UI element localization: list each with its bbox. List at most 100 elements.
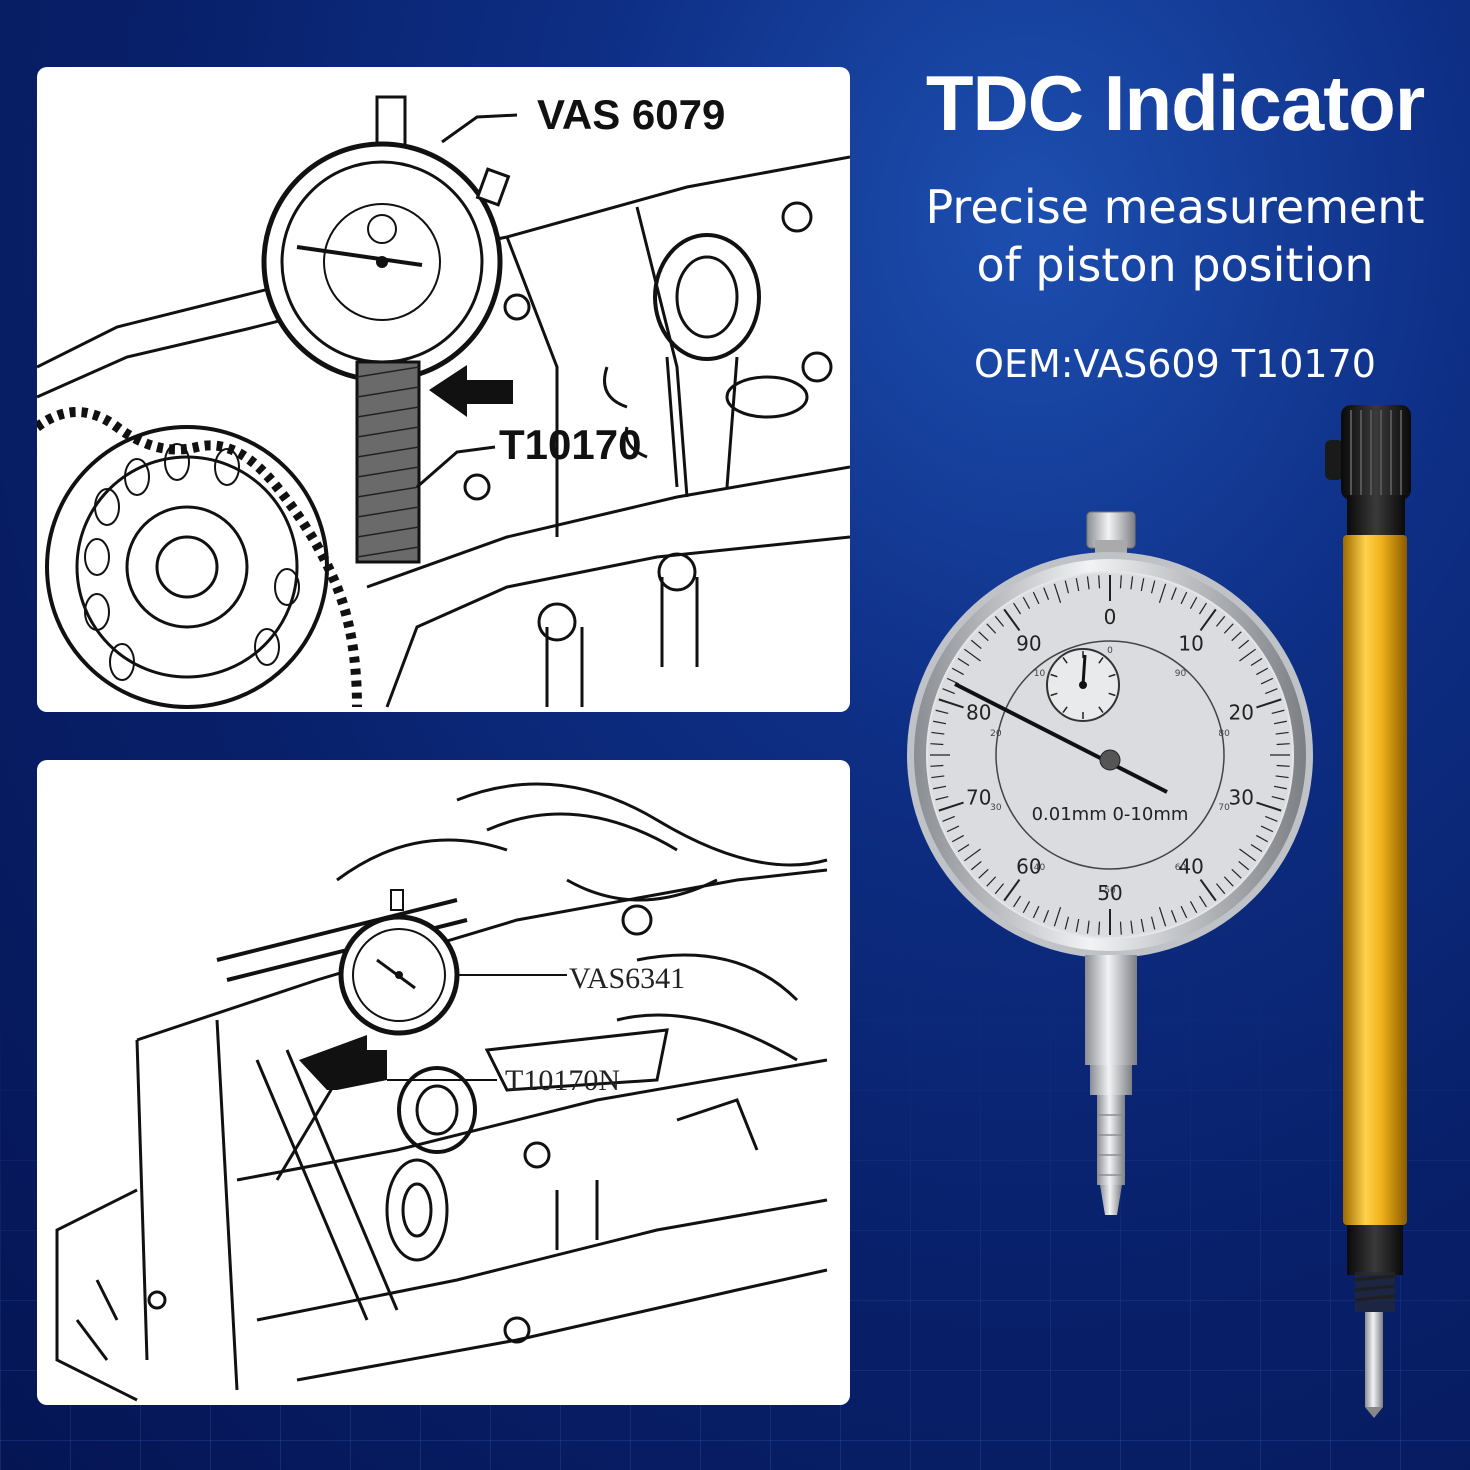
diagram-top-panel: VAS 6079 T10170 (37, 67, 850, 712)
dial-tick (1238, 639, 1250, 650)
dial-tick (1013, 895, 1022, 908)
dial-tick (1158, 906, 1167, 927)
dial-tick (1265, 815, 1278, 822)
dial-tick (1275, 731, 1289, 735)
dial-main-number: 30 (1229, 786, 1254, 810)
counter-tick (1062, 706, 1068, 713)
dial-tick (1140, 578, 1145, 592)
dial-tick (938, 698, 964, 709)
dial-tick (1140, 918, 1145, 932)
extension-rod (1325, 405, 1411, 1418)
dial-main-number: 80 (966, 700, 991, 724)
gauge-illustration (261, 95, 518, 564)
dial-tick (1053, 906, 1062, 927)
dial-tick (1273, 785, 1287, 790)
dial-tick (1150, 580, 1156, 594)
dial-tick (1150, 916, 1156, 930)
page-subtitle: Precise measurement of piston position (880, 178, 1470, 294)
dial-main-number: 20 (1229, 700, 1254, 724)
dial-main-number: 70 (966, 786, 991, 810)
dial-tick (951, 834, 964, 843)
label-t10170: T10170 (499, 421, 641, 468)
dial-tick (1022, 901, 1031, 914)
dial-tick (1098, 921, 1101, 935)
dial-tick (986, 623, 997, 634)
dial-main-number: 90 (1016, 631, 1041, 655)
dial-tick (986, 876, 997, 887)
dial-tick (1275, 775, 1289, 779)
dial-tick (1003, 879, 1021, 902)
dial-inner-number: 90 (1175, 669, 1187, 679)
dial-tick (1013, 602, 1022, 615)
dial-tick (1256, 667, 1269, 676)
dial-tick (1098, 575, 1101, 589)
dial-main-number: 60 (1016, 855, 1041, 879)
dial-tick (1223, 876, 1234, 887)
dial-tick (994, 883, 1005, 895)
dial-tick (1170, 910, 1177, 923)
dial-tick (933, 785, 947, 790)
counter-tick (1108, 692, 1116, 697)
counter-tick (1108, 673, 1116, 678)
dial-tick (1003, 608, 1021, 631)
dial-tick (1239, 648, 1256, 662)
dial-tick (1043, 587, 1050, 600)
dial-tick (978, 631, 989, 642)
dial-tick (1250, 658, 1263, 667)
dial-tick (1231, 868, 1242, 879)
dial-tick (931, 775, 945, 779)
page-title: TDC Indicator (925, 59, 1425, 147)
dial-tick (1053, 583, 1062, 604)
label-t10170n: T10170N (505, 1064, 620, 1097)
dial-tick (1271, 795, 1285, 801)
dial-tick (942, 815, 955, 822)
dial-tick (1276, 764, 1290, 767)
dial-tick (1064, 916, 1070, 930)
dial-tick (1130, 920, 1134, 934)
diagram-top-illustration: VAS 6079 T10170 (37, 91, 850, 709)
dial-tick (942, 688, 955, 695)
dial-tick (1075, 578, 1080, 592)
dial-tick (1189, 596, 1198, 609)
dial-tick (1231, 631, 1242, 642)
dial-tick (1130, 576, 1134, 590)
counter-tick (1098, 657, 1104, 664)
dial-tick (1265, 688, 1278, 695)
dial-tick (1043, 910, 1050, 923)
dial-inner-number: 60 (1175, 863, 1187, 873)
dial-tick (930, 764, 944, 767)
dial-needle (954, 682, 1168, 794)
dial-tick (964, 648, 981, 662)
dial-inner-number: 50 (1104, 886, 1116, 896)
dial-tick (1276, 743, 1290, 746)
dial-tick (1198, 602, 1207, 615)
dial-tick (994, 615, 1005, 627)
dial-tick (1119, 575, 1122, 589)
dial-tick (933, 720, 947, 725)
dial-ticks (930, 575, 1290, 935)
dial-tick (1086, 920, 1090, 934)
dial-main-number: 40 (1178, 855, 1203, 879)
dial-tick (946, 825, 960, 833)
dial-tick (1180, 905, 1188, 919)
dial-tick (1256, 698, 1282, 709)
subtitle-line-1: Precise measurement (925, 180, 1425, 234)
dial-tick (935, 709, 949, 715)
dial-tick (1158, 583, 1167, 604)
dial-main-number: 10 (1178, 631, 1203, 655)
dial-tick (1273, 720, 1287, 725)
dial-tick (1239, 848, 1256, 862)
dial-inner-number: 0 (1107, 646, 1113, 656)
dial-main-numbers: 0 10 20 30 40 50 60 70 80 90 (966, 605, 1254, 905)
dial-inner-number: 40 (1034, 863, 1046, 873)
dial-inner-number: 20 (990, 729, 1002, 739)
dial-tick (1215, 615, 1226, 627)
dial-tick (938, 801, 964, 812)
dial-main-number: 0 (1104, 605, 1117, 629)
dial-inner-number: 10 (1034, 669, 1046, 679)
dial-tick (1189, 901, 1198, 914)
dial-tick (1250, 843, 1263, 852)
gauge-illustration-bottom (299, 889, 567, 1090)
